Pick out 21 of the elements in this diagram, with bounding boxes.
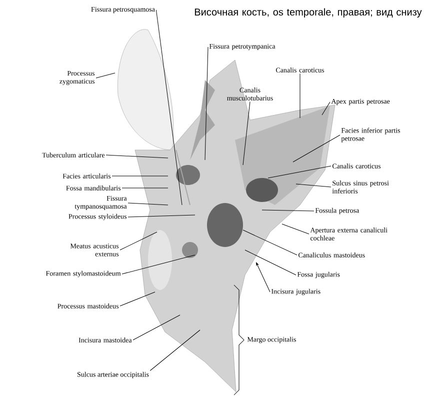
leader-line <box>120 232 158 250</box>
leader-line <box>128 214 196 218</box>
leader-line <box>244 250 296 276</box>
title: Височная кость, os temporale, правая; вид снизу <box>194 8 422 18</box>
leader-line <box>128 202 168 206</box>
leader-line <box>262 210 314 212</box>
leader-line <box>96 72 116 78</box>
leader-line <box>120 292 156 306</box>
leader-line <box>296 184 332 188</box>
leader-line <box>242 101 250 166</box>
leader-line <box>150 330 200 371</box>
leader-line <box>322 102 330 116</box>
leader-line <box>122 254 196 274</box>
leader-line <box>282 224 310 234</box>
leader-line <box>256 262 270 292</box>
leader-line <box>106 154 168 158</box>
leader-line <box>268 166 332 178</box>
leader-line <box>132 314 180 340</box>
leader-line <box>204 46 208 160</box>
leader-line <box>156 10 182 206</box>
leader-line <box>242 230 298 256</box>
